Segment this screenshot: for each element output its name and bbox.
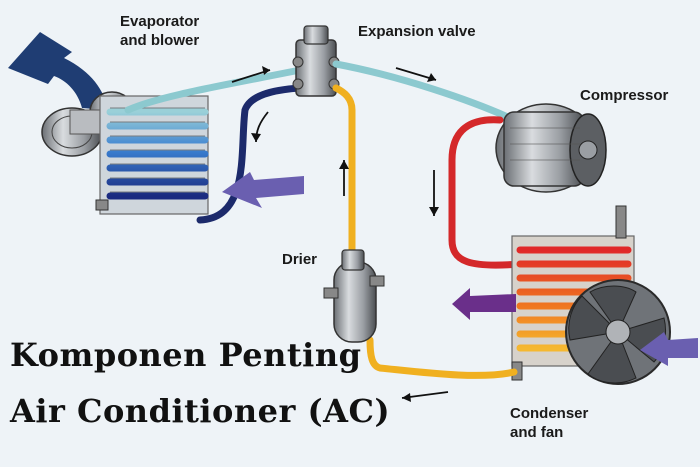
line-evap-return bbox=[196, 84, 304, 224]
line-compressor-to-condenser bbox=[448, 116, 524, 269]
line-condenser-to-drier bbox=[366, 336, 518, 379]
expansion-valve-icon bbox=[292, 25, 340, 97]
title-line2: Air Conditioner (AC) bbox=[10, 392, 391, 430]
air-in-arrow-evap bbox=[222, 172, 304, 208]
title-line1: Komponen Penting bbox=[10, 336, 362, 374]
label-condenser-line2: and fan bbox=[510, 424, 564, 441]
line-evap-to-valve bbox=[124, 66, 304, 114]
label-expansion-valve: Expansion valve bbox=[358, 23, 476, 40]
label-evaporator-line2: and blower bbox=[120, 32, 200, 49]
label-condenser: Condenser and fan bbox=[510, 404, 588, 442]
line-drier-to-valve bbox=[332, 84, 356, 258]
air-in-arrow-fan bbox=[640, 332, 698, 366]
drier-icon bbox=[323, 249, 385, 343]
label-condenser-line1: Condenser bbox=[510, 405, 589, 422]
label-evaporator-line1: Evaporator bbox=[120, 13, 200, 30]
condenser-fan-icon bbox=[565, 279, 671, 385]
line-valve-to-compressor bbox=[332, 60, 514, 122]
label-compressor: Compressor bbox=[580, 87, 669, 104]
evaporator-coil bbox=[95, 95, 209, 215]
air-in-arrow-condenser bbox=[452, 288, 516, 320]
air-out-arrow bbox=[8, 32, 108, 110]
label-drier: Drier bbox=[282, 251, 318, 268]
label-evaporator: Evaporator and blower bbox=[120, 12, 199, 50]
compressor-icon bbox=[495, 103, 607, 193]
